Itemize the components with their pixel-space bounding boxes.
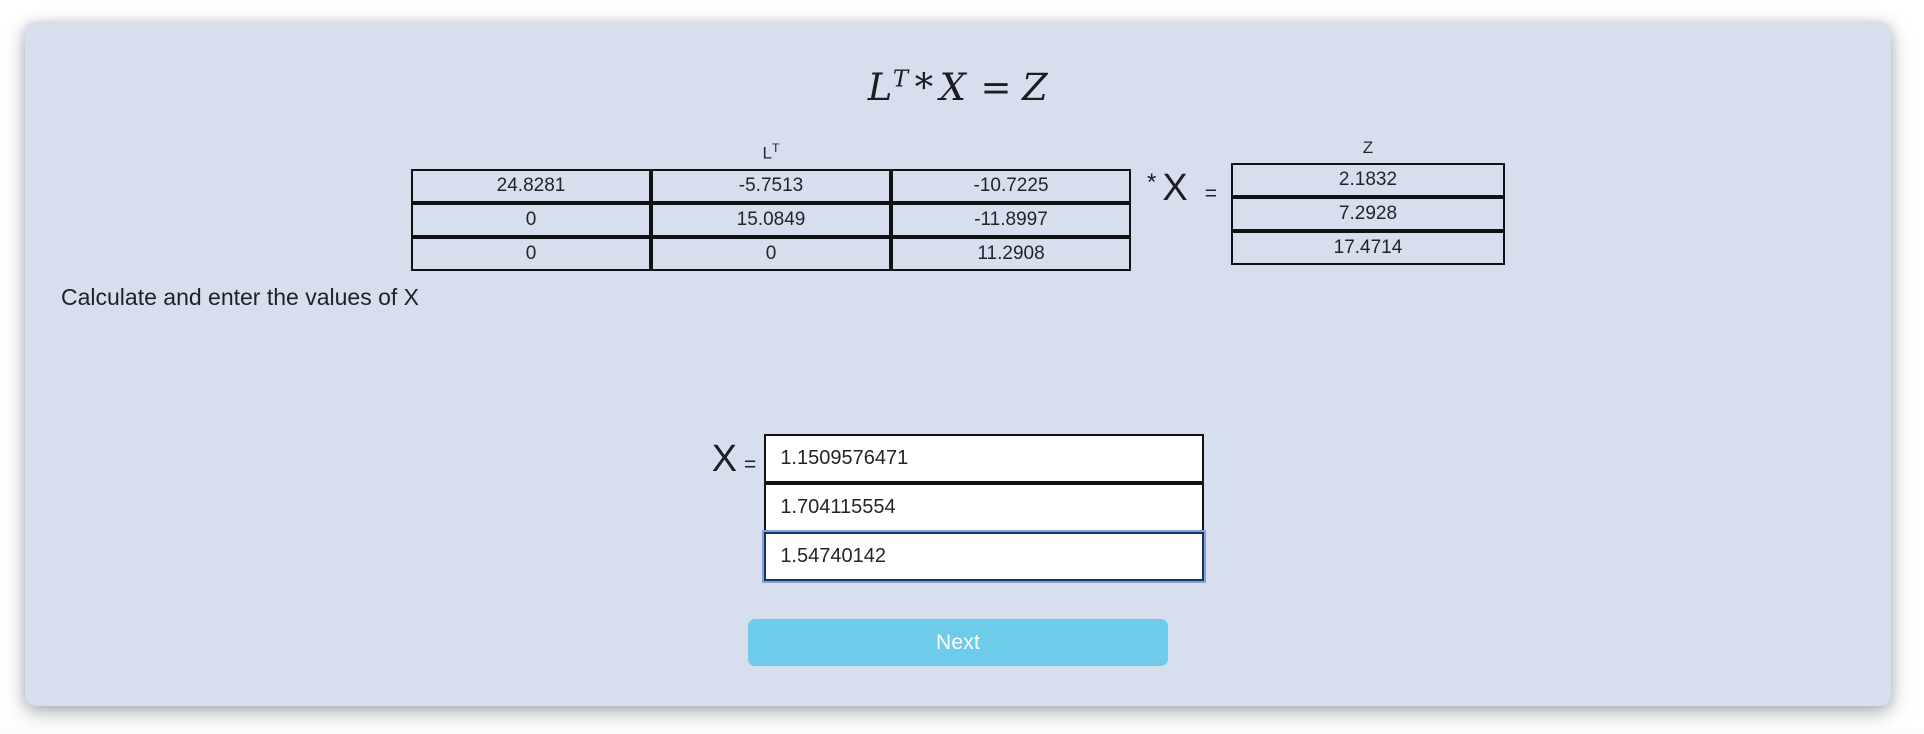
page-footer-strip (0, 728, 1924, 734)
table-row: 17.4714 (1230, 231, 1505, 265)
next-button[interactable]: Next (748, 619, 1168, 666)
x-input-1[interactable] (764, 434, 1205, 483)
x-input-2[interactable] (764, 483, 1205, 532)
lt-cell: 0 (411, 202, 652, 237)
lt-cell: 0 (411, 236, 652, 271)
z-cell: 2.1832 (1230, 163, 1505, 197)
lt-cell: 0 (651, 236, 892, 271)
instruction-label: Calculate and enter the values of X (61, 284, 420, 310)
page-title: LT*X =Z (25, 66, 1891, 109)
x-inputs-stack (764, 434, 1205, 581)
equation-lhs-exponent: T (892, 66, 909, 93)
equation-rhs: Z (1022, 66, 1049, 109)
lt-label-exponent: T (772, 141, 780, 155)
table-row: 7.2928 (1230, 197, 1505, 231)
exercise-card: LT*X=Z LT 24.8281 -5.7513 -10.7225 (25, 22, 1891, 706)
x-answer-label: X = (712, 434, 757, 478)
lt-cell: 24.8281 (411, 168, 652, 203)
x-label-glyph: X (711, 438, 738, 480)
z-matrix-label: Z (1362, 138, 1374, 157)
equation-variable: X (939, 66, 967, 109)
lt-matrix-table: 24.8281 -5.7513 -10.7225 0 15.0849 -11.8… (411, 168, 1132, 271)
x-input-row: X = (712, 434, 1205, 581)
equation-lhs-base: L (867, 66, 893, 109)
multiply-operator: * (1147, 169, 1157, 196)
unknown-vector-x: X (1162, 167, 1188, 209)
matrix-middle-operator: * X = (1131, 169, 1231, 207)
lt-matrix-block: LT 24.8281 -5.7513 -10.7225 0 15.0849 -1… (411, 140, 1132, 271)
lt-label-base: L (762, 143, 772, 163)
table-row: 0 15.0849 -11.8997 (411, 202, 1132, 237)
next-button-row: Next (25, 619, 1891, 666)
table-row: 24.8281 -5.7513 -10.7225 (411, 168, 1132, 203)
z-matrix-table: 2.1832 7.2928 17.4714 (1230, 163, 1505, 265)
table-row: 2.1832 (1230, 163, 1505, 197)
x-input-3[interactable] (764, 532, 1205, 581)
answer-inner: X = (712, 434, 1205, 581)
z-matrix-block: Z 2.1832 7.2928 17.4714 (1230, 138, 1505, 265)
lt-matrix-label: LT (763, 140, 780, 162)
lt-cell: -10.7225 (891, 168, 1132, 203)
x-label-equals: = (744, 453, 757, 476)
equation-equals: = (980, 66, 1013, 109)
lt-cell: 15.0849 (651, 202, 892, 237)
table-row: 0 0 11.2908 (411, 236, 1132, 271)
matrix-row: LT 24.8281 -5.7513 -10.7225 0 15.0849 -1… (25, 138, 1891, 271)
lt-cell: -5.7513 (651, 168, 892, 203)
z-cell: 7.2928 (1230, 197, 1505, 231)
z-cell: 17.4714 (1230, 231, 1505, 265)
answer-area: X = (25, 434, 1891, 581)
lt-cell: 11.2908 (891, 236, 1132, 271)
lt-cell: -11.8997 (891, 202, 1132, 237)
equation-operator: * (914, 66, 934, 109)
equals-operator: = (1204, 181, 1217, 205)
